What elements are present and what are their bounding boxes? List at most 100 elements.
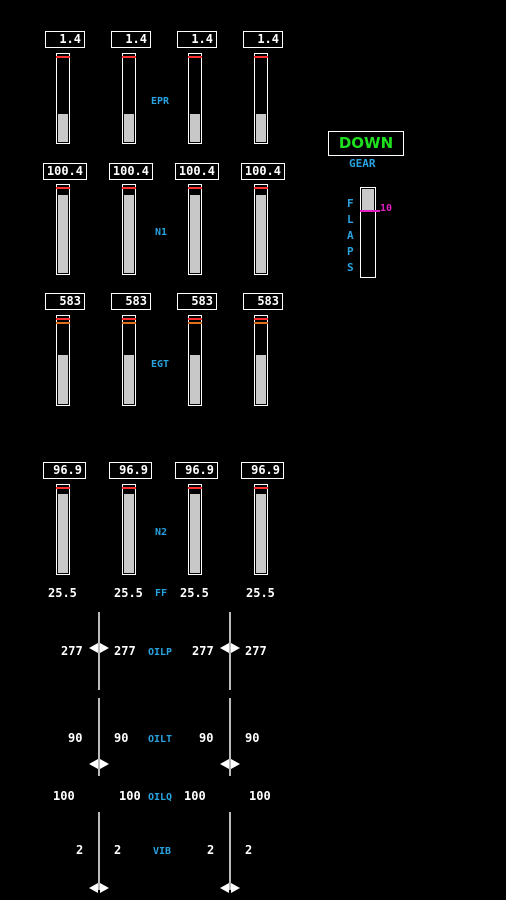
n1-redline: [56, 187, 70, 189]
egt-tape-2: [122, 315, 136, 406]
egt-redline: [254, 318, 268, 320]
oilt-value-4: 90: [245, 731, 260, 745]
n2-value-1: 96.9: [43, 462, 86, 479]
epr-fill: [256, 114, 266, 142]
egt-fill: [124, 354, 134, 404]
epr-fill: [58, 114, 68, 142]
oilt-label: OILT: [148, 734, 173, 745]
n1-value-1: 100.4: [43, 163, 87, 180]
n2-value-4: 96.9: [241, 462, 284, 479]
n2-redline: [254, 487, 268, 489]
epr-redline: [188, 56, 202, 58]
n1-value-2: 100.4: [109, 163, 153, 180]
n2-tape-3: [188, 484, 202, 575]
vib-pointer-3-icon: [220, 883, 229, 893]
oilt-value-1: 90: [68, 731, 83, 745]
n2-tape-1: [56, 484, 70, 575]
epr-redline: [122, 56, 136, 58]
vib-pointer-2-icon: [100, 883, 109, 893]
epr-redline: [254, 56, 268, 58]
vib-label: VIB: [153, 846, 172, 857]
n1-tape-1: [56, 184, 70, 275]
n1-fill: [124, 195, 134, 273]
vib-pointer-4-icon: [231, 883, 240, 893]
egt-caution-mark: [188, 322, 202, 324]
n2-value-3: 96.9: [175, 462, 218, 479]
n1-fill: [190, 195, 200, 273]
oilp-scale-left: [98, 612, 100, 690]
epr-tape-1: [56, 53, 70, 144]
flaps-letter: A: [347, 229, 354, 242]
n1-fill: [58, 195, 68, 273]
n2-redline: [188, 487, 202, 489]
flaps-letter: L: [347, 213, 354, 226]
egt-tape-4: [254, 315, 268, 406]
oilp-pointer-2-icon: [100, 643, 109, 653]
vib-value-1: 2: [76, 843, 84, 857]
epr-tape-4: [254, 53, 268, 144]
n1-redline: [122, 187, 136, 189]
epr-tape-2: [122, 53, 136, 144]
egt-caution-mark: [122, 322, 136, 324]
egt-fill: [256, 354, 266, 404]
n1-value-4: 100.4: [241, 163, 285, 180]
epr-tape-3: [188, 53, 202, 144]
egt-value-3: 583: [177, 293, 217, 310]
epr-value-2: 1.4: [111, 31, 151, 48]
oilp-value-2: 277: [114, 644, 136, 658]
flaps-letter: F: [347, 197, 354, 210]
n1-tape-3: [188, 184, 202, 275]
oilp-scale-right: [229, 612, 231, 690]
vib-value-2: 2: [114, 843, 122, 857]
vib-pointer-1-icon: [89, 883, 98, 893]
oilt-pointer-2-icon: [100, 759, 109, 769]
flaps-letter: S: [347, 261, 354, 274]
n1-redline: [188, 187, 202, 189]
n2-redline: [122, 487, 136, 489]
egt-caution-mark: [56, 322, 70, 324]
ff-label: FF: [155, 588, 168, 599]
oilt-pointer-1-icon: [89, 759, 98, 769]
egt-caution-mark: [254, 322, 268, 324]
flaps-label: F L A P S: [347, 196, 357, 276]
oilq-label: OILQ: [148, 792, 173, 803]
n1-tape-4: [254, 184, 268, 275]
n2-fill: [58, 493, 68, 573]
epr-fill: [190, 114, 200, 142]
oilp-value-1: 277: [61, 644, 83, 658]
ff-value-4: 25.5: [246, 586, 275, 600]
egt-value-1: 583: [45, 293, 85, 310]
ff-value-1: 25.5: [48, 586, 77, 600]
egt-redline: [56, 318, 70, 320]
epr-redline: [56, 56, 70, 58]
flaps-letter: P: [347, 245, 354, 258]
gear-label: GEAR: [349, 157, 376, 170]
vib-value-4: 2: [245, 843, 253, 857]
n2-value-2: 96.9: [109, 462, 152, 479]
oilp-pointer-4-icon: [231, 643, 240, 653]
vib-scale-left: [98, 812, 100, 890]
flaps-gauge: [360, 187, 380, 278]
oilt-pointer-3-icon: [220, 759, 229, 769]
egt-tape-3: [188, 315, 202, 406]
oilp-label: OILP: [148, 647, 173, 658]
egt-value-2: 583: [111, 293, 151, 310]
n2-fill: [190, 493, 200, 573]
ff-value-2: 25.5: [114, 586, 143, 600]
n1-tape-2: [122, 184, 136, 275]
gear-status-box: DOWN: [328, 131, 404, 156]
n1-redline: [254, 187, 268, 189]
ff-value-3: 25.5: [180, 586, 209, 600]
n2-label: N2: [155, 527, 168, 538]
oilt-value-2: 90: [114, 731, 129, 745]
oilt-value-3: 90: [199, 731, 214, 745]
n1-value-3: 100.4: [175, 163, 219, 180]
epr-fill: [124, 114, 134, 142]
n2-fill: [256, 493, 266, 573]
egt-redline: [188, 318, 202, 320]
oilq-value-3: 100: [184, 789, 206, 803]
oilt-pointer-4-icon: [231, 759, 240, 769]
epr-value-3: 1.4: [177, 31, 217, 48]
epr-label: EPR: [151, 96, 170, 107]
oilp-value-3: 277: [192, 644, 214, 658]
